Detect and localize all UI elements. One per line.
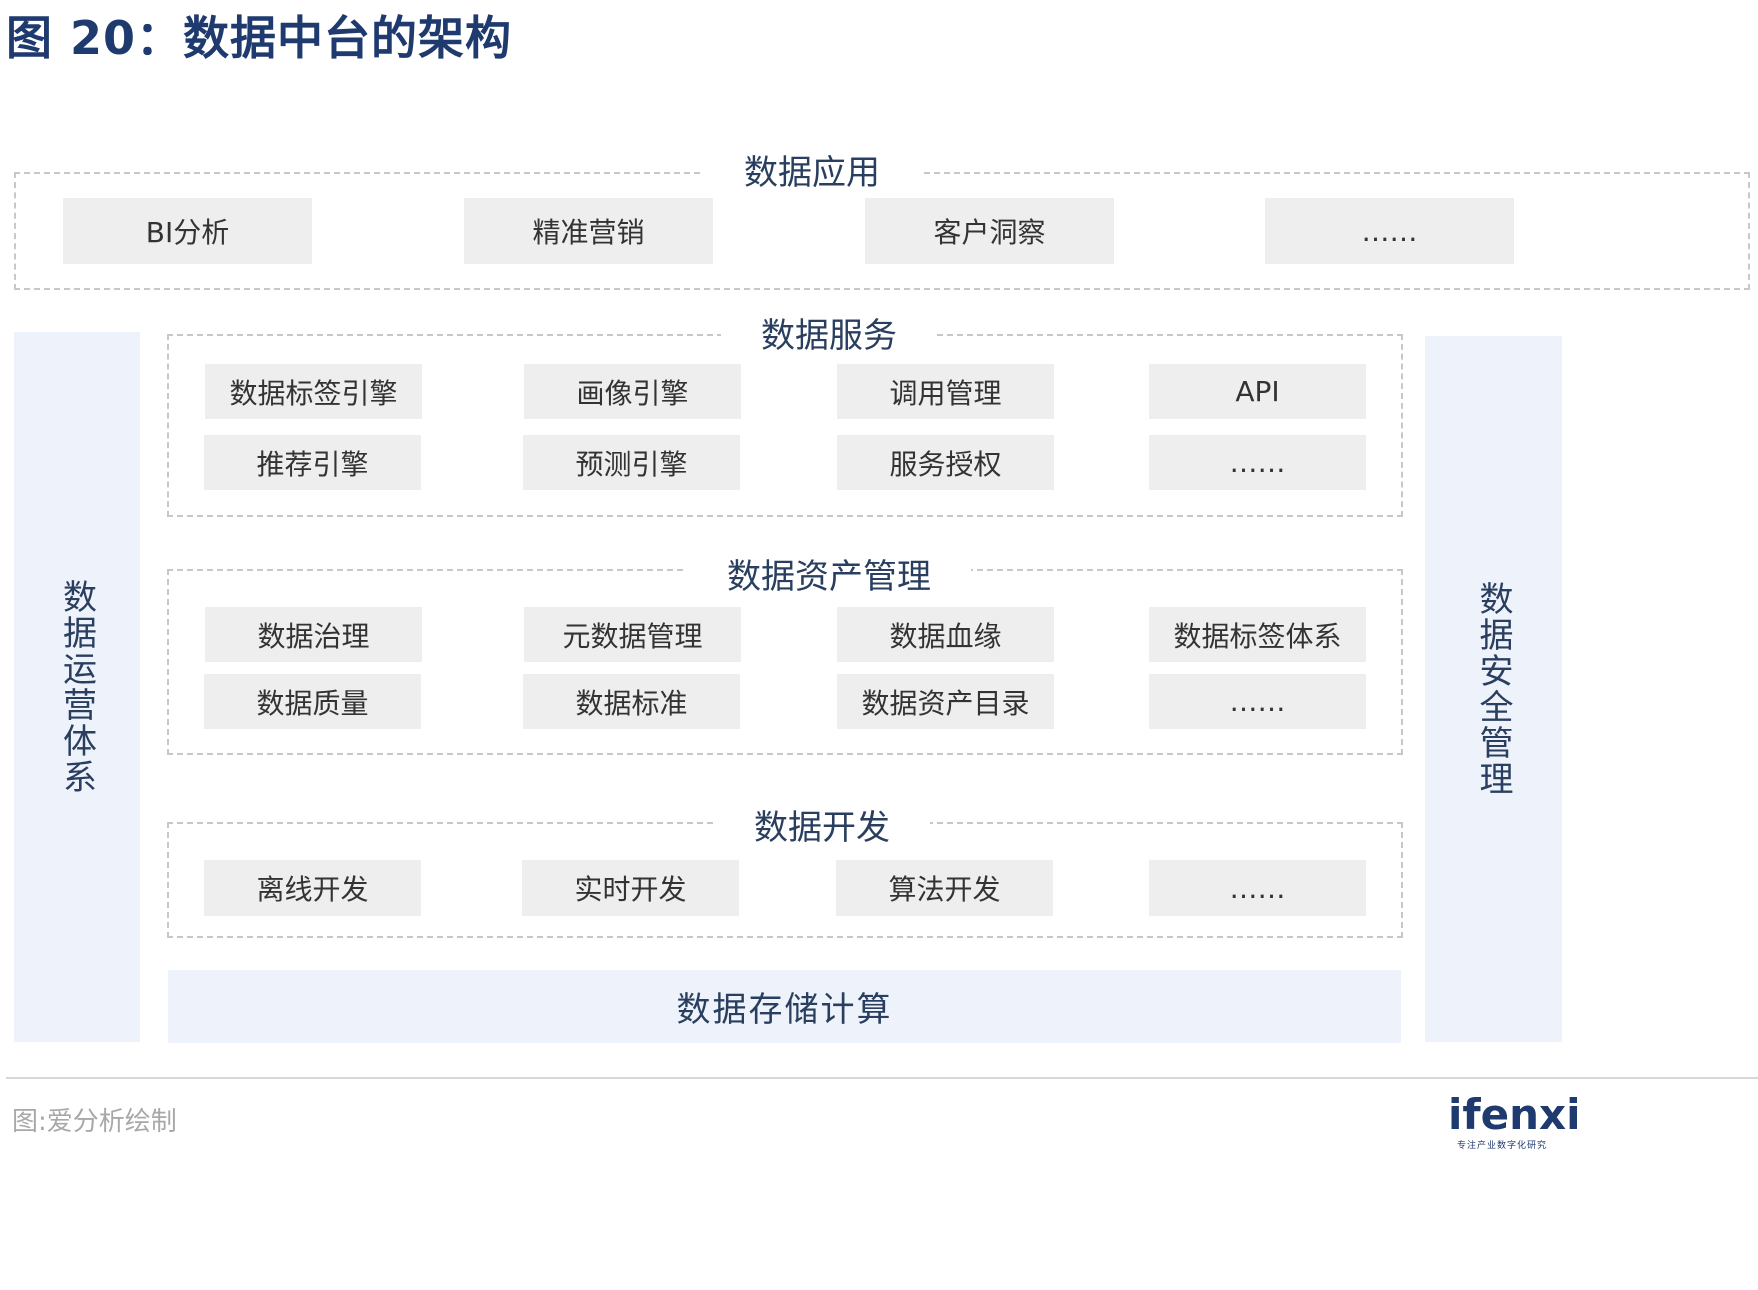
logo-wordmark: ifenxi <box>1448 1090 1581 1139</box>
asset-lineage: 数据血缘 <box>837 607 1054 662</box>
asset-metadata-mgmt: 元数据管理 <box>524 607 741 662</box>
service-tag-engine: 数据标签引擎 <box>205 364 422 419</box>
service-profile-engine: 画像引擎 <box>524 364 741 419</box>
data-app-item-marketing: 精准营销 <box>464 198 713 264</box>
asset-standard: 数据标准 <box>523 674 740 729</box>
right-pillar-security: 数据安全管理 <box>1425 336 1562 1042</box>
source-note: 图:爱分析绘制 <box>12 1107 177 1137</box>
data-dev-title: 数据开发 <box>714 800 930 849</box>
service-authorization: 服务授权 <box>837 435 1054 490</box>
service-api: API <box>1149 364 1366 419</box>
data-app-item-more: …… <box>1265 198 1514 264</box>
dev-realtime: 实时开发 <box>522 860 739 916</box>
figure-title: 图 20：数据中台的架构 <box>6 11 513 65</box>
data-service-title: 数据服务 <box>721 308 937 357</box>
asset-quality: 数据质量 <box>204 674 421 729</box>
service-more: …… <box>1149 435 1366 490</box>
data-app-item-insight: 客户洞察 <box>865 198 1114 264</box>
asset-catalog: 数据资产目录 <box>837 674 1054 729</box>
data-app-title: 数据应用 <box>704 145 920 194</box>
service-predict-engine: 预测引擎 <box>523 435 740 490</box>
data-app-item-bi: BI分析 <box>63 198 312 264</box>
logo-tagline: 专注产业数字化研究 <box>1456 1141 1547 1151</box>
dev-algorithm: 算法开发 <box>836 860 1053 916</box>
left-pillar-label: 数据运营体系 <box>56 579 97 795</box>
right-pillar-label: 数据安全管理 <box>1473 581 1513 797</box>
service-call-mgmt: 调用管理 <box>837 364 1054 419</box>
footer-divider <box>6 1077 1758 1079</box>
asset-governance: 数据治理 <box>205 607 422 662</box>
left-pillar-ops: 数据运营体系 <box>14 332 140 1042</box>
dev-more: …… <box>1149 860 1366 916</box>
storage-compute-bar: 数据存储计算 <box>168 970 1401 1043</box>
ifenxi-logo: ifenxi 专注产业数字化研究 <box>1448 1090 1581 1152</box>
service-recommend-engine: 推荐引擎 <box>204 435 421 490</box>
asset-tag-system: 数据标签体系 <box>1149 607 1366 662</box>
dev-offline: 离线开发 <box>204 860 421 916</box>
asset-more: …… <box>1149 674 1366 729</box>
data-asset-title: 数据资产管理 <box>687 549 971 598</box>
